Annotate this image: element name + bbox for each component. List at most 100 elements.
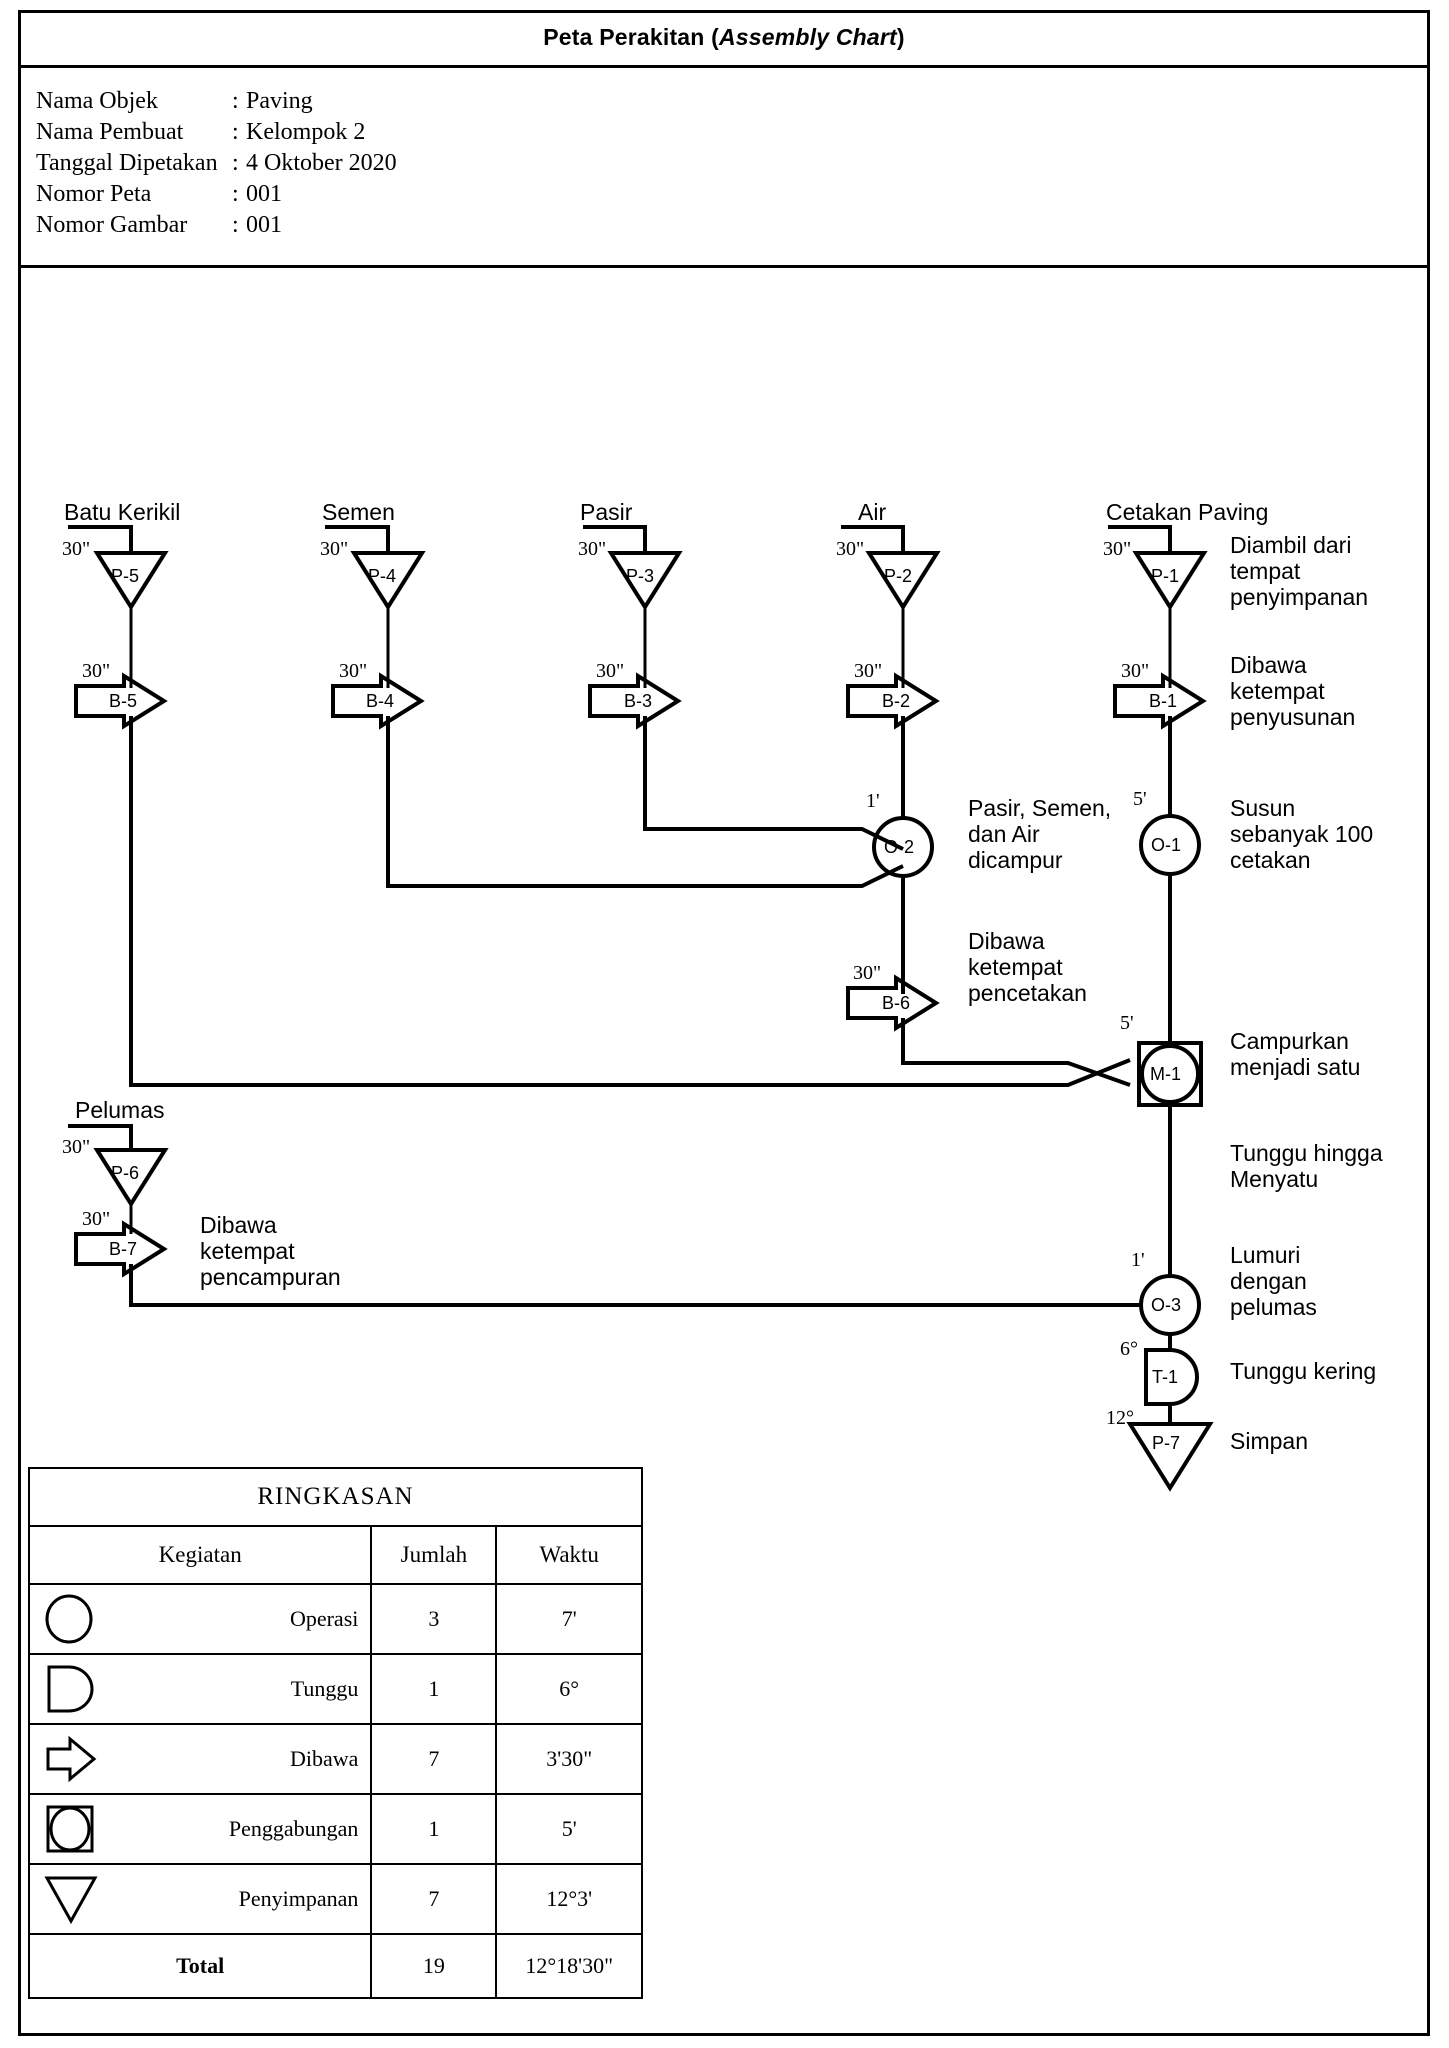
time-tag-p6: 30" [62, 1136, 91, 1158]
summary-activity-label: Penggabungan [228, 1816, 359, 1841]
table-row: Operasi 3 7' [27, 1583, 643, 1655]
component-label-semen: Semen [322, 499, 395, 525]
summary-activity-tunggu: Tunggu [27, 1653, 373, 1725]
table-row: Dibawa 7 3'30" [27, 1723, 643, 1795]
summary-count: 3 [370, 1583, 498, 1655]
summary-time: 12°3' [495, 1863, 643, 1935]
summary-count: 1 [370, 1793, 498, 1865]
symbol-id-p3: P-3 [626, 566, 655, 586]
symbol-id-b3: B-3 [624, 691, 653, 711]
chart-title-band: Peta Perakitan (Assembly Chart) [18, 10, 1430, 68]
symbol-id-o2: O-2 [884, 837, 915, 857]
description-wait-merge: Tunggu hingga Menyatu [1230, 1140, 1383, 1192]
summary-count: 7 [370, 1723, 498, 1795]
symbol-id-m1: M-1 [1150, 1064, 1181, 1084]
symbol-id-b4: B-4 [366, 691, 395, 711]
time-tag-o3: 1' [1131, 1249, 1145, 1271]
summary-activity-dibawa: Dibawa [27, 1723, 373, 1795]
symbol-id-b1: B-1 [1149, 691, 1178, 711]
summary-title: RINGKASAN [28, 1467, 643, 1527]
summary-total-label: Total [27, 1933, 373, 1999]
summary-col-kegiatan: Kegiatan [27, 1525, 373, 1585]
symbol-id-p6: P-6 [111, 1163, 140, 1183]
summary-time: 7' [495, 1583, 643, 1655]
component-label-pasir: Pasir [580, 499, 633, 525]
chart-info-band: Nama Objek : Paving Nama Pembuat : Kelom… [18, 68, 1430, 268]
transport-arrow-icon [44, 1733, 100, 1785]
merge-circle-in-square-icon [44, 1803, 100, 1855]
component-label-cetakan-paving: Cetakan Paving [1106, 499, 1269, 525]
table-row: Penggabungan 1 5' [27, 1793, 643, 1865]
delay-d-shape-icon [44, 1663, 100, 1715]
time-tag-p2: 30" [836, 538, 865, 560]
circle-icon [44, 1593, 100, 1645]
info-sep: : [232, 181, 239, 207]
time-tag-p5: 30" [62, 538, 91, 560]
summary-activity-operasi: Operasi [27, 1583, 373, 1655]
time-tag-b1: 30" [1121, 660, 1150, 682]
component-label-air: Air [858, 499, 887, 525]
summary-activity-label: Operasi [289, 1606, 359, 1631]
time-tag-p7: 12° [1106, 1407, 1134, 1429]
table-row: Penyimpanan 7 12°3' [27, 1863, 643, 1935]
table-row: Tunggu 1 6° [27, 1653, 643, 1725]
symbol-id-p1: P-1 [1151, 566, 1180, 586]
time-tag-p1: 30" [1103, 538, 1132, 560]
summary-time: 6° [495, 1653, 643, 1725]
info-row: Tanggal Dipetakan : 4 Oktober 2020 [36, 148, 397, 179]
summary-time: 3'30" [495, 1723, 643, 1795]
time-tag-b6: 30" [853, 962, 882, 984]
summary-activity-penggabungan: Penggabungan [27, 1793, 373, 1865]
summary-count: 7 [370, 1863, 498, 1935]
time-tag-t1: 6° [1120, 1338, 1138, 1360]
info-sep: : [232, 212, 239, 238]
info-label: Nomor Gambar [36, 212, 188, 238]
time-tag-m1: 5' [1120, 1012, 1134, 1034]
info-row: Nama Pembuat : Kelompok 2 [36, 117, 397, 148]
description-o3: Lumuri dengan pelumas [1230, 1242, 1317, 1320]
info-row: Nomor Gambar : 001 [36, 210, 397, 241]
symbol-id-b2: B-2 [882, 691, 911, 711]
symbol-id-o1: O-1 [1151, 835, 1182, 855]
info-value: Paving [246, 88, 313, 114]
symbol-id-p4: P-4 [368, 566, 397, 586]
time-tag-p3: 30" [578, 538, 607, 560]
info-value: 001 [246, 212, 282, 238]
time-tag-b3: 30" [596, 660, 625, 682]
symbol-id-p7: P-7 [1152, 1433, 1181, 1453]
symbol-id-p2: P-2 [884, 566, 913, 586]
description-o2: Pasir, Semen, dan Air dicampur [968, 795, 1112, 873]
summary-activity-penyimpanan: Penyimpanan [27, 1863, 373, 1935]
info-value: 001 [246, 181, 282, 207]
info-label: Tanggal Dipetakan [36, 150, 218, 176]
summary-title-row: RINGKASAN [28, 1467, 643, 1527]
description-b1: Dibawa ketempat penyusunan [1230, 652, 1356, 730]
time-tag-b2: 30" [854, 660, 883, 682]
time-tag-b7: 30" [82, 1208, 111, 1230]
symbol-id-b6: B-6 [882, 993, 911, 1013]
description-b6: Dibawa ketempat pencetakan [968, 928, 1087, 1006]
time-tag-o1: 5' [1133, 788, 1147, 810]
info-sep: : [232, 150, 239, 176]
info-sep: : [232, 88, 239, 114]
time-tag-p4: 30" [320, 538, 349, 560]
info-label: Nama Objek [36, 88, 158, 114]
summary-count: 1 [370, 1653, 498, 1725]
summary-total-time: 12°18'30" [495, 1933, 643, 1999]
info-label: Nomor Peta [36, 181, 152, 207]
summary-col-jumlah: Jumlah [370, 1525, 498, 1585]
info-label: Nama Pembuat [36, 119, 184, 145]
component-label-pelumas: Pelumas [75, 1097, 165, 1123]
symbol-id-o3: O-3 [1151, 1295, 1182, 1315]
summary-col-waktu: Waktu [495, 1525, 643, 1585]
summary-table: RINGKASAN Kegiatan Jumlah Waktu Operasi … [27, 1467, 643, 1999]
symbol-id-t1: T-1 [1152, 1367, 1179, 1387]
page-title: Peta Perakitan (Assembly Chart) [543, 24, 905, 51]
info-value: 4 Oktober 2020 [246, 150, 397, 176]
symbol-id-p5: P-5 [111, 566, 140, 586]
summary-activity-label: Dibawa [289, 1746, 359, 1771]
time-tag-b4: 30" [339, 660, 368, 682]
description-p1: Diambil dari tempat penyimpanan [1230, 532, 1369, 610]
summary-total-count: 19 [370, 1933, 498, 1999]
